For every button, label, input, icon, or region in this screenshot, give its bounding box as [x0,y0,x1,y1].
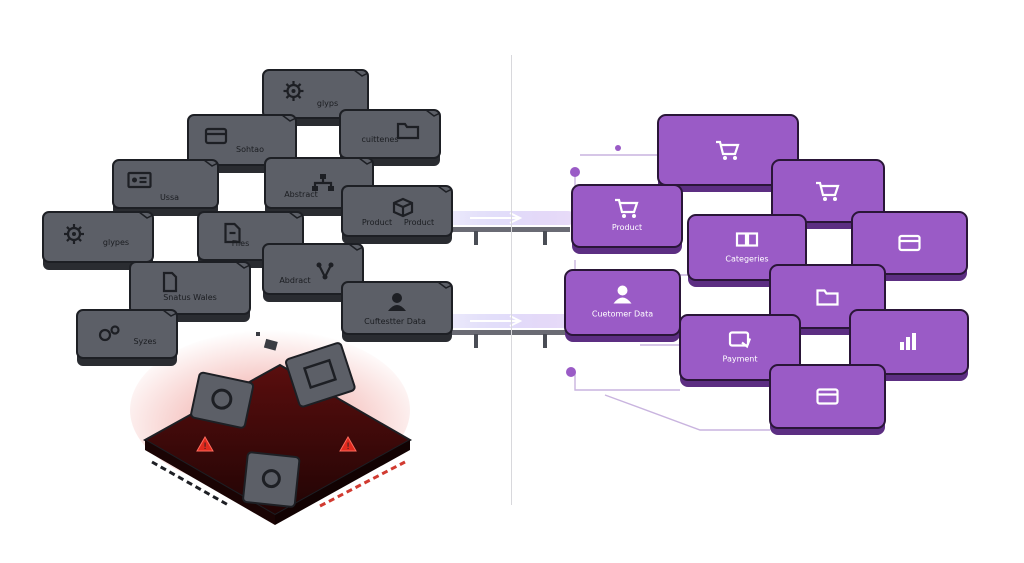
warning-icon: ! [339,435,357,452]
legacy-tile-label: Product [362,218,392,227]
cart-icon [615,198,639,218]
user-icon [388,293,406,311]
card-icon [816,388,839,405]
legacy-tile-label: Files [232,239,250,248]
legacy-tile: Abdract [262,243,364,302]
connector-node [566,367,576,377]
legacy-tile-label: Abdract [279,276,310,285]
legacy-tile: Cuftestter Data [341,281,453,342]
modern-tile: Product [571,184,683,254]
falling-block [285,342,356,408]
modern-tile [657,114,799,192]
gear-icon [283,81,304,101]
user-icon [613,285,632,304]
migration-arrow-top [445,211,575,245]
debris [263,338,278,351]
warning-icon: ! [196,435,214,452]
migration-arrow-bottom [445,314,575,348]
legacy-tile-label: Abstract [284,190,318,199]
modern-tile [769,364,886,435]
card-icon [204,127,228,145]
svg-text:!: ! [203,442,207,452]
file-icon [224,222,241,244]
box-icon [392,197,414,218]
legacy-tile-label: Cuftestter Data [364,317,426,326]
legacy-tile: Syzes [76,309,178,366]
connector-line [574,372,680,391]
folder-icon [816,289,839,306]
payment-icon [728,331,752,349]
svg-text:!: ! [346,442,350,452]
cart-icon [816,181,840,201]
hierarchy-icon [312,174,334,191]
card-icon [898,234,921,252]
divider-line [511,55,512,505]
cart-icon [716,140,740,160]
legacy-tile: glypes [42,211,154,270]
legacy-tile-label: glypes [103,238,129,247]
legacy-tile-label: glyps [317,99,338,108]
connector-node [570,167,580,177]
folder-icon [396,122,420,140]
failure-pit: ! ! [130,330,413,525]
id-card-icon [127,171,152,189]
chart-icon [900,333,916,350]
modern-tile-label: Payment [722,355,757,364]
legacy-tile: cuittenes [339,109,441,166]
debris [256,332,260,336]
legacy-tile-label: Product [404,218,434,227]
connector-line [604,394,770,431]
legacy-tile: Product [341,185,453,244]
legacy-tile-label: cuittenes [361,135,398,144]
modern-tile: Cuetomer Data [564,269,681,342]
falling-block [190,371,255,429]
gear-icon [211,388,233,410]
legacy-tile-label: Syzes [133,337,156,346]
legacy-tile-label: Ussa [160,193,179,202]
falling-block [242,451,301,508]
share-icon [316,262,334,280]
modern-tile-label: Categeries [725,255,768,264]
modern-tile-label: Product [612,223,642,232]
legacy-tile-label: Sohtao [236,145,264,154]
legacy-tile-label: Snatus Wales [163,293,217,302]
boxes-icon [735,232,759,247]
legacy-tile: glyps [262,69,369,126]
legacy-tile: Ussa [112,159,219,216]
gears-icon [98,325,120,342]
modern-tile-label: Cuetomer Data [592,310,653,319]
connector-node [615,145,621,151]
document-icon [162,271,178,293]
card-icon [302,358,338,389]
gear-icon [261,469,281,489]
gear-icon [64,224,84,244]
